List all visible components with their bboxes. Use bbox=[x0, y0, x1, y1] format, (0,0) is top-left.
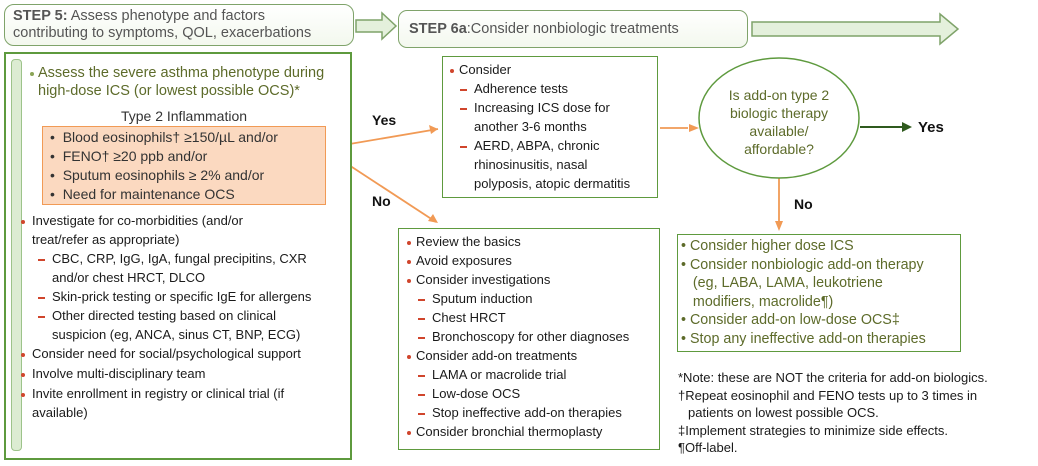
decision-line: affordable? bbox=[744, 141, 814, 157]
no-sputum: Sputum induction bbox=[432, 291, 533, 306]
assess-line2: high-dose ICS (or lowest possible OCS)* bbox=[38, 83, 300, 99]
left-item-comorbidities: Investigate for co-morbidities (and/or bbox=[32, 213, 243, 228]
left-subitem-other: Other directed testing based on clinical bbox=[52, 308, 277, 323]
dash bbox=[38, 259, 45, 261]
dash bbox=[38, 297, 45, 299]
bullet bbox=[21, 353, 25, 357]
no-investigations: Consider investigations bbox=[416, 272, 551, 287]
dash bbox=[38, 316, 45, 318]
left-subitem-skinprick: Skin-prick testing or specific IgE for a… bbox=[52, 289, 312, 304]
left-subitem-cbc: CBC, CRP, IgG, IgA, fungal precipitins, … bbox=[52, 251, 307, 266]
step6a-prefix: STEP 6a bbox=[409, 21, 467, 37]
no-avoid-exposures: Avoid exposures bbox=[416, 253, 512, 268]
left-item-team: Involve multi-disciplinary team bbox=[32, 366, 206, 381]
right-item: • Consider add-on low-dose OCS‡ bbox=[681, 312, 900, 328]
left-item-registry: Invite enrollment in registry or clinica… bbox=[32, 386, 285, 401]
no-branch-box bbox=[398, 228, 660, 450]
left-item-comorbidities-cont: treat/refer as appropriate) bbox=[32, 232, 180, 247]
step6a-header: STEP 6a:Consider nonbiologic treatments bbox=[398, 10, 748, 48]
dash bbox=[418, 337, 425, 339]
yes-adherence: Adherence tests bbox=[474, 81, 568, 96]
no-thermoplasty: Consider bronchial thermoplasty bbox=[416, 424, 603, 439]
decision-ellipse bbox=[698, 57, 860, 179]
decision-no-label: No bbox=[794, 196, 813, 212]
right-item: modifiers, macrolide¶) bbox=[692, 293, 834, 310]
no-lama: LAMA or macrolide trial bbox=[432, 367, 567, 382]
bullet bbox=[407, 355, 411, 359]
left-item-registry-cont: available) bbox=[32, 405, 88, 420]
yes-ics-dose: Increasing ICS dose for bbox=[474, 100, 610, 115]
dash bbox=[418, 318, 425, 320]
step5-text-line1: Assess phenotype and factors bbox=[67, 8, 266, 24]
right-item: • Consider higher dose ICS bbox=[681, 238, 854, 254]
step5-text-line2: contributing to symptoms, QOL, exacerbat… bbox=[13, 25, 312, 41]
step-arrow-1 bbox=[355, 11, 398, 41]
right-box bbox=[677, 234, 961, 352]
decision-line: biologic therapy bbox=[729, 105, 829, 121]
type2-title: Type 2 Inflammation bbox=[42, 105, 326, 127]
type2-item: • Need for maintenance OCS bbox=[50, 186, 235, 202]
no-addon-treatments: Consider add-on treatments bbox=[416, 348, 578, 363]
footnote: patients on lowest possible OCS. bbox=[688, 405, 879, 420]
bullet bbox=[407, 279, 411, 283]
no-review-basics: Review the basics bbox=[416, 234, 521, 249]
decision-yes-label: Yes bbox=[918, 119, 944, 136]
no-label: No bbox=[372, 193, 391, 209]
yes-aerd-cont1: rhinosinusitis, nasal bbox=[474, 157, 588, 172]
footnote: *Note: these are NOT the criteria for ad… bbox=[678, 370, 988, 385]
footnote: ¶Off-label. bbox=[678, 440, 738, 455]
step-arrow-2 bbox=[751, 12, 960, 46]
step5-header: STEP 5: Assess phenotype and factors con… bbox=[4, 4, 354, 46]
no-bronchoscopy: Bronchoscopy for other diagnoses bbox=[432, 329, 630, 344]
yes-ics-dose-cont: another 3-6 months bbox=[474, 119, 587, 134]
yes-aerd-cont2: polyposis, atopic dermatitis bbox=[474, 176, 631, 191]
left-subitem-other-cont: suspicion (eg, ANCA, sinus CT, BNP, ECG) bbox=[52, 327, 301, 342]
no-chest-hrct: Chest HRCT bbox=[432, 310, 506, 325]
dash bbox=[418, 375, 425, 377]
yes-branch-box bbox=[442, 56, 658, 198]
type2-item: • Sputum eosinophils ≥ 2% and/or bbox=[50, 167, 265, 183]
bullet bbox=[21, 373, 25, 377]
bullet bbox=[21, 393, 25, 397]
dash bbox=[418, 394, 425, 396]
left-panel-strip bbox=[11, 59, 22, 451]
right-item: • Stop any ineffective add-on therapies bbox=[681, 330, 926, 347]
dash bbox=[418, 413, 425, 415]
type2-item: • Blood eosinophils† ≥150/µL and/or bbox=[50, 129, 278, 145]
no-low-dose-ocs: Low-dose OCS bbox=[432, 386, 521, 401]
footnotes: *Note: these are NOT the criteria for ad… bbox=[678, 369, 988, 457]
bullet bbox=[407, 260, 411, 264]
bullet bbox=[30, 72, 34, 76]
right-box-list: • Consider higher dose ICS • Consider no… bbox=[681, 237, 926, 348]
step6a-text: :Consider nonbiologic treatments bbox=[466, 21, 679, 37]
decision-text: Is add-on type 2 biologic therapy availa… bbox=[709, 86, 849, 158]
dash bbox=[460, 89, 467, 91]
decision-line: Is add-on type 2 bbox=[728, 87, 830, 103]
no-stop-ineffective: Stop ineffective add-on therapies bbox=[432, 405, 622, 420]
yes-aerd: AERD, ABPA, chronic bbox=[474, 138, 600, 153]
decision-line: available/ bbox=[749, 123, 809, 139]
right-item: • Consider nonbiologic add-on therapy bbox=[681, 256, 924, 273]
left-item-social: Consider need for social/psychological s… bbox=[32, 346, 301, 361]
bullet bbox=[407, 241, 411, 245]
step5-prefix: STEP 5: bbox=[13, 8, 68, 24]
left-subitem-cbc-cont: and/or chest HRCT, DLCO bbox=[52, 270, 206, 285]
dash bbox=[460, 146, 467, 148]
dash bbox=[418, 299, 425, 301]
yes-consider: Consider bbox=[459, 62, 512, 77]
footnote: ‡Implement strategies to minimize side e… bbox=[678, 422, 948, 438]
bullet bbox=[450, 69, 454, 73]
footnote: †Repeat eosinophil and FENO tests up to … bbox=[678, 387, 978, 403]
yes-label: Yes bbox=[372, 112, 397, 128]
assess-phenotype-text: Assess the severe asthma phenotype durin… bbox=[38, 64, 324, 100]
type2-item: • FENO† ≥20 ppb and/or bbox=[50, 148, 208, 164]
dash bbox=[460, 108, 467, 110]
right-item: (eg, LABA, LAMA, leukotriene bbox=[692, 275, 883, 291]
bullet bbox=[407, 431, 411, 435]
type2-body bbox=[43, 127, 325, 204]
bullet bbox=[21, 220, 25, 224]
assess-line1: Assess the severe asthma phenotype durin… bbox=[38, 65, 325, 81]
type2-list: • Blood eosinophils† ≥150/µL and/or • FE… bbox=[50, 128, 278, 204]
